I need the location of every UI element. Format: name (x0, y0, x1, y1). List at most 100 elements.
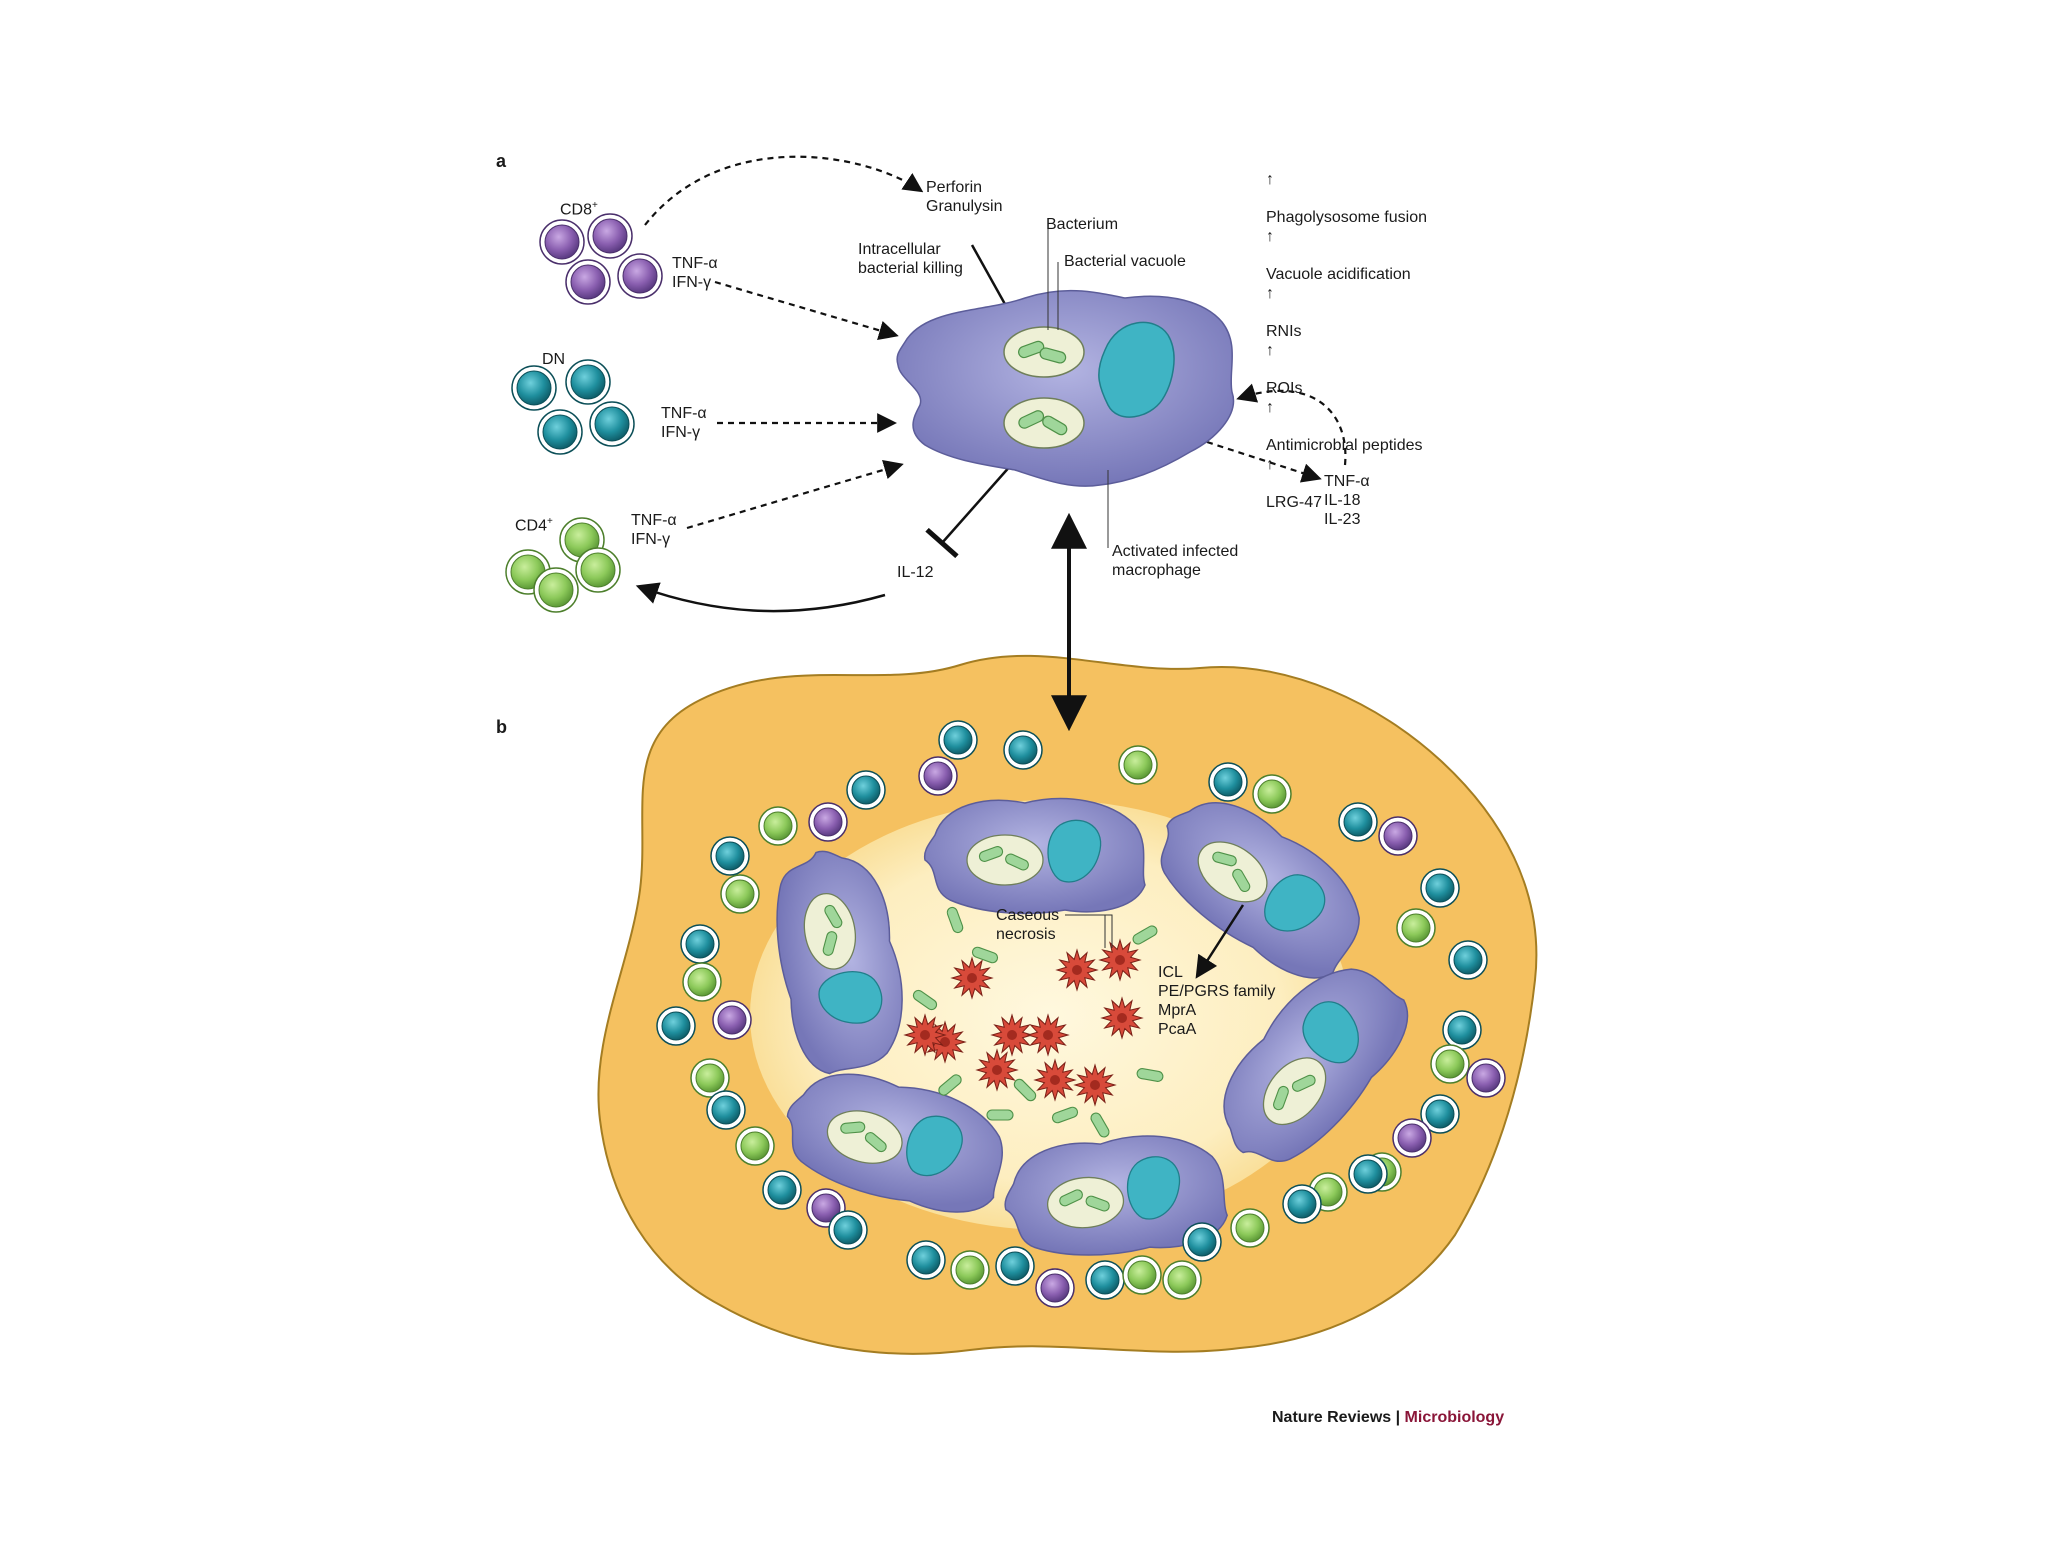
vacuole-label: Bacterial vacuole (1064, 253, 1186, 270)
granuloma-macrophage (1160, 802, 1360, 979)
cd4-cell (1122, 1255, 1162, 1295)
arrow-il12-to-cd4 (635, 582, 886, 613)
dn-cell (680, 924, 720, 964)
dn-cell (1282, 1184, 1322, 1224)
cd4-cell (720, 874, 760, 914)
free-bacterium (1051, 1106, 1079, 1124)
arrow-macrophage-outputs (1206, 440, 1322, 483)
arrow-factors (1195, 904, 1245, 979)
dn-cell (1208, 762, 1248, 802)
cd8-cell (918, 756, 958, 796)
granuloma-macrophage (776, 850, 903, 1075)
granuloma-macrophage (1004, 1135, 1228, 1256)
arrow-cd8-cytokines (714, 280, 899, 341)
necrotic-cell (903, 1013, 947, 1057)
necrotic-cell (1098, 938, 1142, 982)
leader-lines (1047, 223, 1109, 548)
cd8-cell (539, 219, 585, 265)
granuloma (597, 654, 1538, 1355)
free-bacterium (1090, 1112, 1110, 1138)
free-bacterium (971, 946, 999, 964)
dn-cell (511, 365, 557, 411)
free-bacterium (946, 906, 964, 934)
dn-cell (938, 720, 978, 760)
necrotic-cell (950, 956, 994, 1000)
cd8-cell (808, 802, 848, 842)
cd8-cell (587, 213, 633, 259)
cd4-cell (1230, 1208, 1270, 1248)
dn-cell (1003, 730, 1043, 770)
cd4-cell (559, 517, 605, 563)
dn-cell (1420, 1094, 1460, 1134)
cd8-cell (565, 259, 611, 305)
cd4-cell (690, 1058, 730, 1098)
dn-cell (1085, 1260, 1125, 1300)
free-bacterium (938, 1074, 962, 1096)
dn-cell (1348, 1154, 1388, 1194)
macrophage-nucleus (1098, 321, 1175, 418)
bacterial-vacuole-upper (1003, 326, 1085, 378)
dn-cell (589, 401, 635, 447)
dn-cell (1338, 802, 1378, 842)
free-bacterium (986, 1109, 1014, 1121)
granuloma-macrophage (923, 797, 1146, 915)
free-bacterium (1132, 925, 1158, 945)
dn-cell (565, 359, 611, 405)
dn-cell (1420, 868, 1460, 908)
cd8-cell (617, 253, 663, 299)
cd4-cell (1252, 774, 1292, 814)
bacterial-vacuole-lower (1003, 397, 1085, 449)
necrotic-cell (1033, 1058, 1077, 1102)
lymphocyte-clusters (505, 213, 663, 613)
necrotic-cell (975, 1048, 1019, 1092)
cd8-label: CD8+ (560, 200, 598, 219)
cd4-cell (1396, 908, 1436, 948)
dn-cell (828, 1210, 868, 1250)
cd4-label: CD4+ (515, 516, 553, 535)
necrotic-cell (990, 1013, 1034, 1057)
free-bacterium (912, 989, 938, 1011)
cd4-cell (950, 1250, 990, 1290)
dn-cell (710, 836, 750, 876)
arrow-cd8-perforin (644, 155, 924, 226)
cd4-cell (1430, 1044, 1470, 1084)
panel-label-b: b (496, 717, 507, 737)
bacterium-label: Bacterium (1046, 216, 1119, 233)
cd8-cell (1466, 1058, 1506, 1098)
dn-cell (1448, 940, 1488, 980)
necrotic-cell (1100, 996, 1144, 1040)
cd4-cell (533, 567, 579, 613)
dn-cell (1182, 1222, 1222, 1262)
necrotic-cell (1055, 948, 1099, 992)
cd4-cell (758, 806, 798, 846)
dn-cell (656, 1006, 696, 1046)
journal-credit: Nature Reviews | Microbiology (1272, 1409, 1505, 1426)
macrophage-body (896, 289, 1235, 487)
dn-cell (1442, 1010, 1482, 1050)
cd4-cell (1118, 745, 1158, 785)
cd4-cell (1162, 1260, 1202, 1300)
necrotic-cell (1026, 1013, 1070, 1057)
arrow-autocrine (1236, 383, 1347, 466)
il12-label: IL-12 (897, 564, 934, 581)
granuloma-macrophage (1223, 968, 1409, 1162)
cd8-cell (712, 1000, 752, 1040)
dn-cell (706, 1090, 746, 1130)
dn-cell (995, 1246, 1035, 1286)
arrow-cd4-cytokines (686, 459, 904, 530)
cd8-cell (1392, 1118, 1432, 1158)
dn-label: DN (542, 351, 566, 368)
dn-cell (762, 1170, 802, 1210)
cd4-cell (575, 547, 621, 593)
